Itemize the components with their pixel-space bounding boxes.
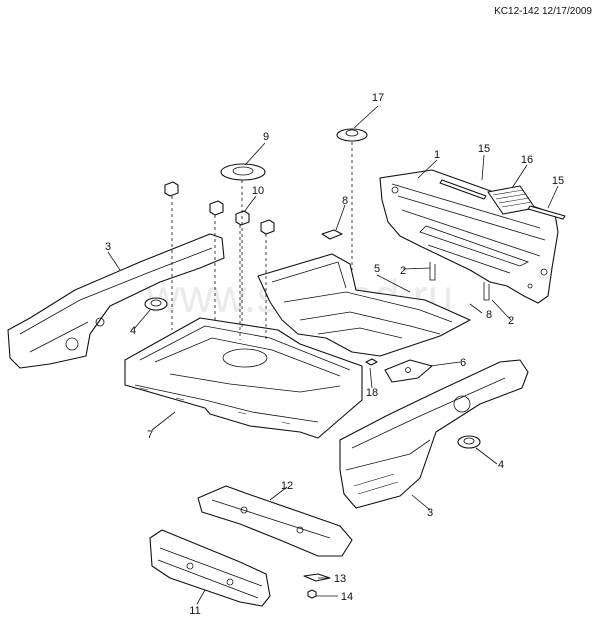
part-3-rail-right xyxy=(339,359,529,509)
part-17-plug xyxy=(336,128,368,142)
callout-3-left: 3 xyxy=(105,241,111,253)
part-11-rear-crossmember xyxy=(149,529,271,607)
callout-11: 11 xyxy=(189,605,200,617)
part-16-vent-grille xyxy=(487,185,536,215)
callout-13: 13 xyxy=(334,573,346,585)
part-7-front-floor xyxy=(124,317,363,439)
callout-10: 10 xyxy=(252,185,264,197)
document-id: KC12-142 12/17/2009 xyxy=(494,6,592,17)
callout-9: 9 xyxy=(263,131,269,143)
callout-16: 16 xyxy=(521,154,533,166)
callout-labels: 1 2 2 3 3 4 4 5 6 7 8 8 9 10 11 12 13 14… xyxy=(105,92,564,617)
part-8-bracket-upper xyxy=(321,229,343,240)
callout-2-upper: 2 xyxy=(400,265,406,277)
callout-5: 5 xyxy=(374,263,380,275)
callout-4-right: 4 xyxy=(498,459,504,471)
part-13-bolt xyxy=(303,573,331,582)
callout-12: 12 xyxy=(281,480,293,492)
part-9-plug xyxy=(220,163,266,181)
callout-6: 6 xyxy=(460,357,466,369)
callout-4-left: 4 xyxy=(130,325,136,337)
callout-14: 14 xyxy=(341,591,353,603)
assembly-lines xyxy=(171,142,353,342)
callout-8-upper: 8 xyxy=(342,195,348,207)
part-4-grommets xyxy=(144,297,481,449)
callout-15-right: 15 xyxy=(552,175,564,187)
part-5-rear-floor xyxy=(257,253,471,357)
callout-15-left: 15 xyxy=(478,143,490,155)
callout-8-lower: 8 xyxy=(486,309,492,321)
part-14-nut xyxy=(307,589,317,599)
callout-18: 18 xyxy=(366,387,378,399)
callout-3-right: 3 xyxy=(427,507,433,519)
callout-2-lower: 2 xyxy=(508,315,514,327)
part-3-rail-left xyxy=(7,233,225,369)
part-18-clip xyxy=(365,358,378,366)
part-15-strips xyxy=(439,179,566,220)
part-12-crossmember xyxy=(197,485,353,557)
part-6-bracket xyxy=(384,359,433,383)
callout-1: 1 xyxy=(434,149,440,161)
callout-7: 7 xyxy=(147,429,153,441)
callout-17: 17 xyxy=(372,92,384,104)
part-10-brackets xyxy=(164,181,275,235)
leader-lines xyxy=(107,105,559,605)
